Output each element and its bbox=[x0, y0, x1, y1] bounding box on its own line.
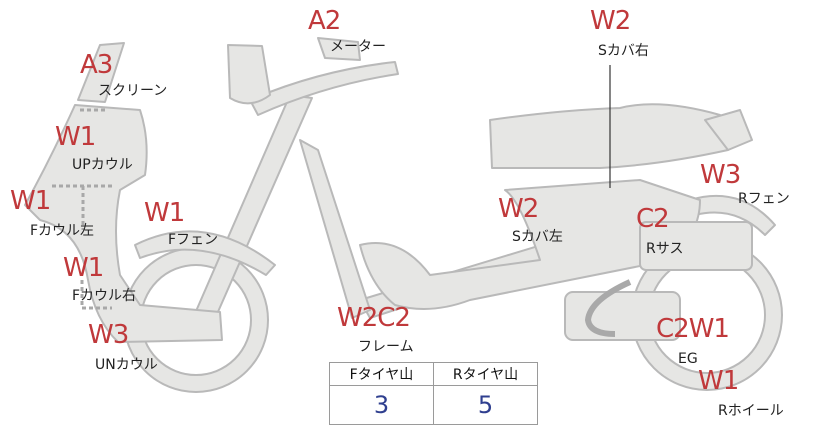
label-r-fender: Rフェン bbox=[738, 191, 790, 207]
badge-s-cover-left: W2 bbox=[498, 194, 539, 224]
badge-r-wheel: W1 bbox=[698, 366, 739, 396]
badge-f-cowl-right: W1 bbox=[63, 253, 104, 283]
badge-r-fender: W3 bbox=[700, 160, 741, 190]
badge-meter: A2 bbox=[308, 6, 341, 36]
label-screen: スクリーン bbox=[98, 83, 168, 99]
label-f-cowl-left: Fカウル左 bbox=[30, 223, 95, 239]
rear-tire-value: 5 bbox=[433, 385, 538, 425]
front-cowl bbox=[24, 104, 223, 343]
badge-r-suspension: C2 bbox=[636, 204, 670, 234]
label-up-cowl: UPカウル bbox=[72, 157, 133, 173]
label-f-fender: Fフェン bbox=[168, 232, 219, 248]
tail bbox=[704, 109, 753, 151]
label-r-wheel: Rホイール bbox=[718, 403, 784, 419]
badge-s-cover-right: W2 bbox=[590, 6, 631, 36]
label-s-cover-right: Sカバ右 bbox=[598, 43, 649, 59]
label-r-suspension: Rサス bbox=[646, 241, 684, 257]
badge-frame: W2C2 bbox=[337, 303, 411, 333]
label-meter: メーター bbox=[330, 39, 386, 55]
badge-screen: A3 bbox=[80, 50, 113, 80]
badge-engine: C2W1 bbox=[656, 314, 730, 344]
rear-suspension-shape bbox=[639, 221, 753, 271]
engine-belt bbox=[584, 279, 632, 337]
meter-shape bbox=[317, 37, 361, 61]
badge-up-cowl: W1 bbox=[55, 122, 96, 152]
screen-shape bbox=[77, 42, 125, 103]
handlebar bbox=[249, 61, 399, 116]
front-tire-value: 3 bbox=[329, 385, 434, 425]
badge-f-cowl-left: W1 bbox=[10, 186, 51, 216]
badge-un-cowl: W3 bbox=[88, 320, 129, 350]
rear-fender-shape bbox=[689, 194, 776, 236]
front-fender-shape bbox=[134, 230, 276, 276]
rear-tire-header: Rタイヤ山 bbox=[433, 362, 538, 386]
seat bbox=[489, 103, 729, 169]
rear-wheel bbox=[631, 239, 783, 391]
headlight bbox=[227, 44, 271, 105]
label-f-cowl-right: Fカウル右 bbox=[72, 288, 137, 304]
label-engine: EG bbox=[678, 351, 698, 367]
front-fork-rear bbox=[299, 139, 371, 319]
badge-f-fender: W1 bbox=[144, 198, 185, 228]
label-un-cowl: UNカウル bbox=[95, 357, 158, 373]
label-frame: フレーム bbox=[358, 339, 414, 355]
front-tire-header: Fタイヤ山 bbox=[329, 362, 434, 386]
label-s-cover-left: Sカバ左 bbox=[512, 229, 563, 245]
tire-tread-table: Fタイヤ山 Rタイヤ山 3 5 bbox=[329, 362, 538, 425]
